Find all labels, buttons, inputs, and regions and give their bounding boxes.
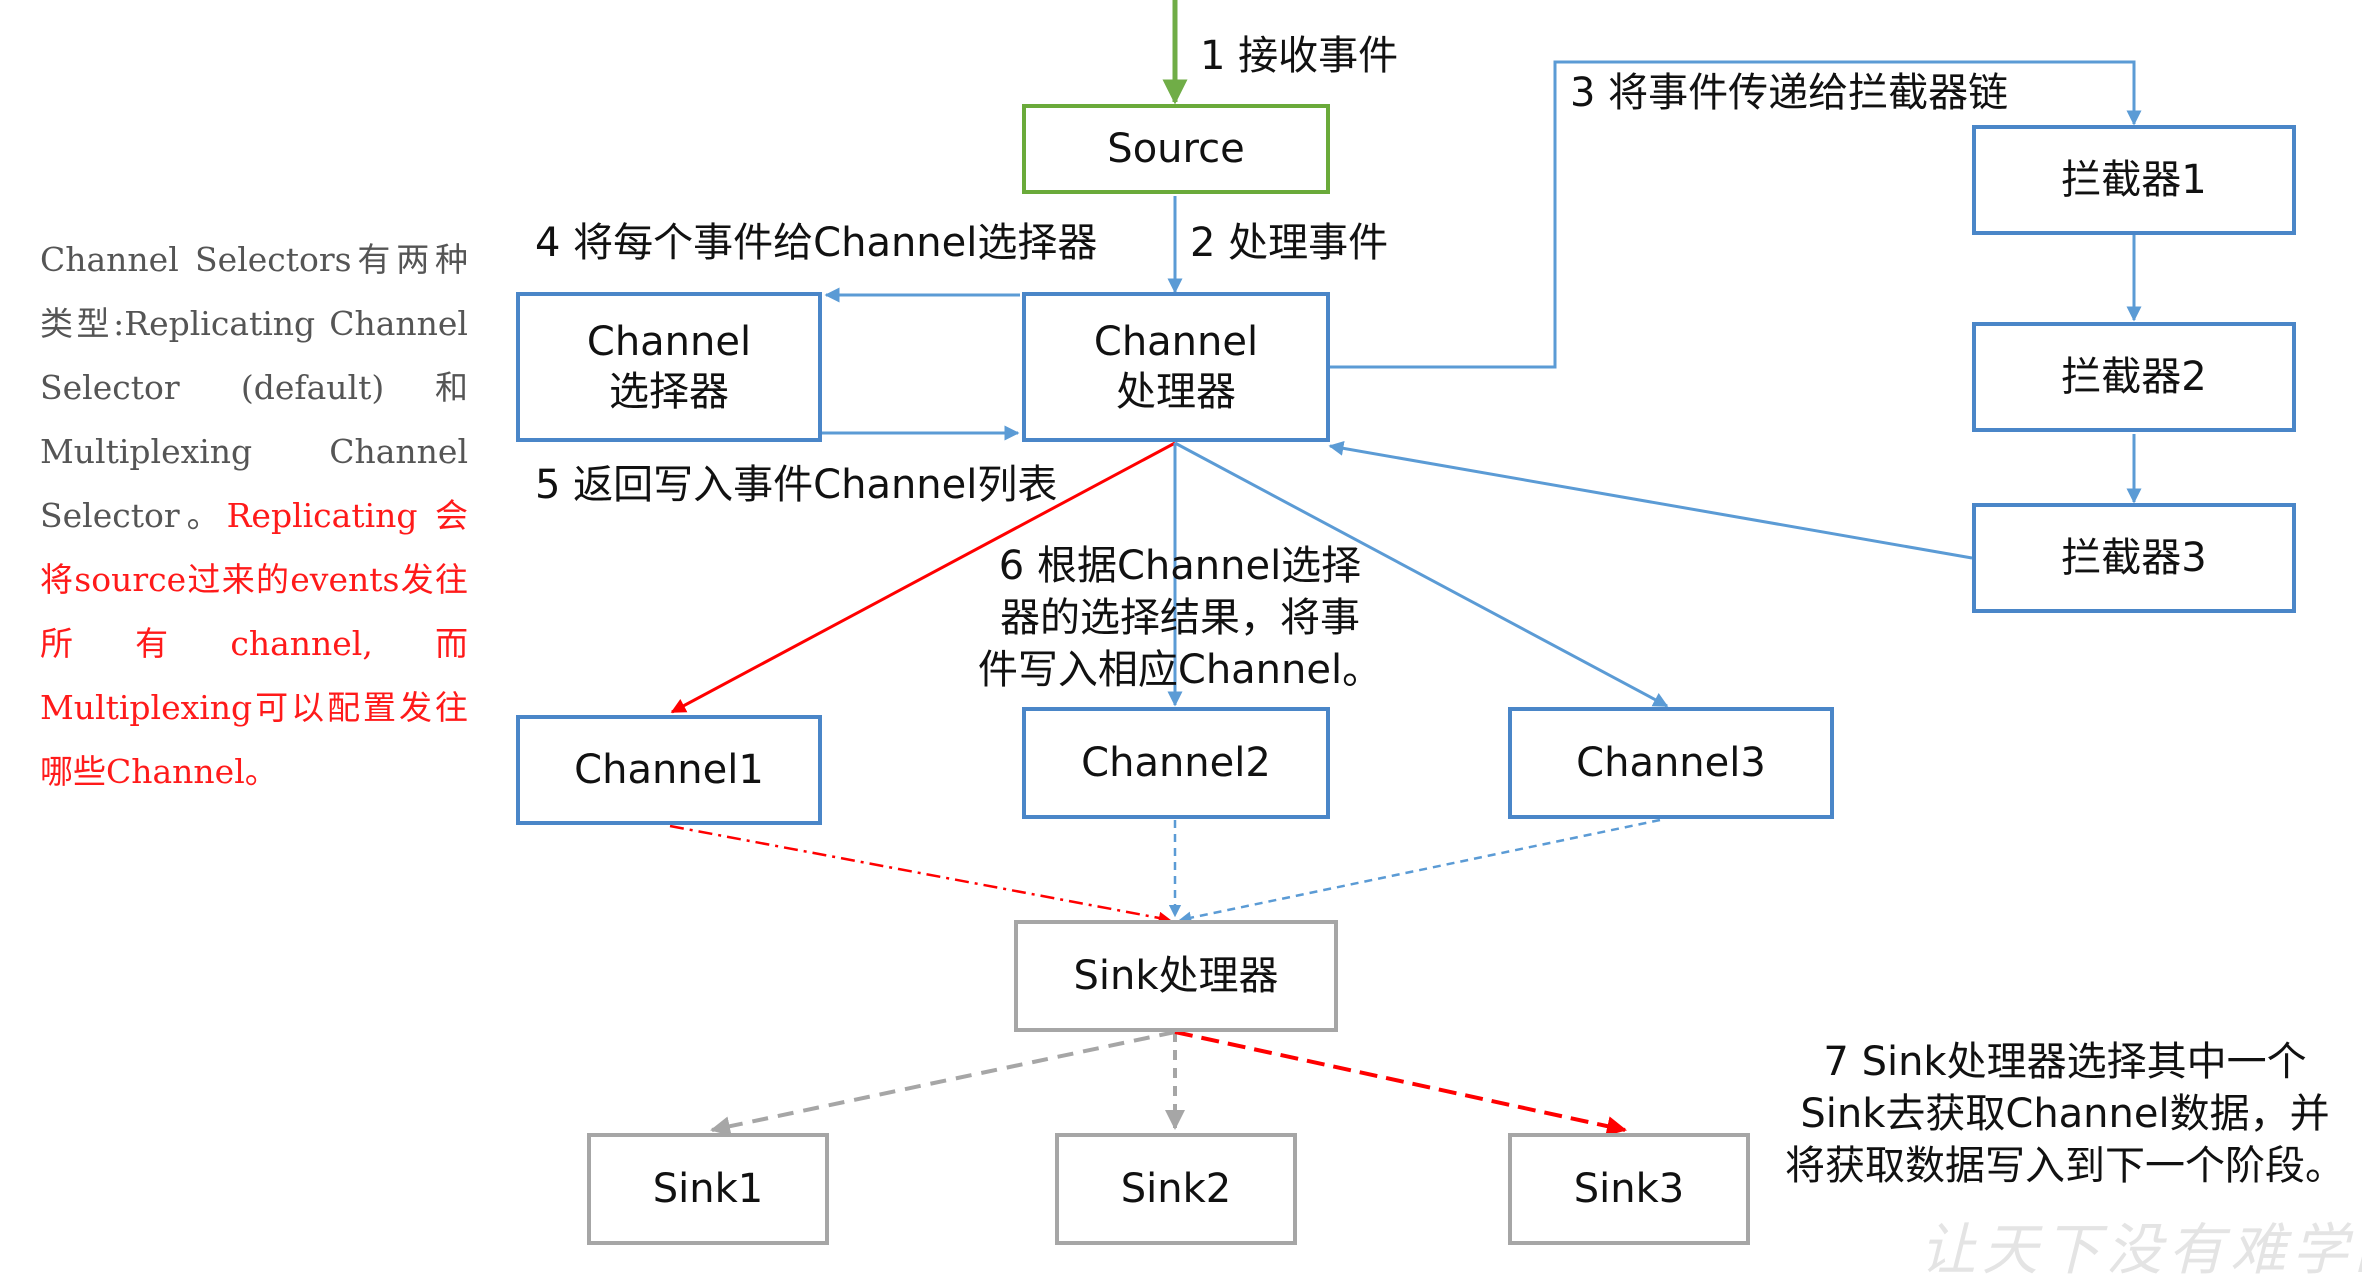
step3-label: 3 将事件传递给拦截器链 [1570, 70, 2009, 116]
side-note-red-text: Replicating 会将source过来的events发往所有channel… [40, 496, 469, 791]
arrow-processor-to-interceptor [1330, 60, 2142, 369]
sink2-node: Sink2 [1055, 1133, 1297, 1245]
step7-label: 7 Sink处理器选择其中一个 Sink去获取Channel数据，并 将获取数据… [1785, 1039, 2345, 1189]
channel-selector-node: Channel 选择器 [516, 292, 822, 442]
sink1-node: Sink1 [587, 1133, 829, 1245]
step4-label: 4 将每个事件给Channel选择器 [535, 220, 1098, 266]
step5-label: 5 返回写入事件Channel列表 [535, 462, 1058, 508]
source-node: Source [1022, 104, 1330, 194]
channel-selectors-note: Channel Selectors有两种类型:Replicating Chann… [40, 228, 468, 804]
sink-processor-node: Sink处理器 [1014, 920, 1338, 1032]
arrow-sinkproc-to-sink3 [1174, 1030, 1627, 1136]
arrow-processor-to-channel3 [1174, 441, 1669, 708]
channel3-node: Channel3 [1508, 707, 1834, 819]
arrow-sinkproc-to-sink1 [710, 1030, 1176, 1137]
channel-processor-node: Channel 处理器 [1022, 292, 1330, 442]
watermark: 让天下没有难学的 [1920, 1218, 2362, 1283]
arrow-channel1-to-sinkproc [669, 824, 1172, 925]
arrow-interceptor3-to-processor [1328, 440, 1973, 560]
side-note-gray-text: Channel Selectors有两种类型:Replicating Chann… [40, 240, 468, 535]
step6-label: 6 根据Channel选择 器的选择结果，将事 件写入相应Channel。 [977, 543, 1383, 693]
interceptor1-node: 拦截器1 [1972, 125, 2296, 235]
channel2-node: Channel2 [1022, 707, 1330, 819]
step1-label: 1 接收事件 [1200, 33, 1399, 79]
arrow-processor-to-channel1 [670, 441, 1176, 714]
arrow-channel3-to-sinkproc [1178, 818, 1661, 924]
interceptor3-node: 拦截器3 [1972, 503, 2296, 613]
step2-label: 2 处理事件 [1190, 220, 1389, 266]
interceptor2-node: 拦截器2 [1972, 322, 2296, 432]
sink3-node: Sink3 [1508, 1133, 1750, 1245]
channel1-node: Channel1 [516, 715, 822, 825]
